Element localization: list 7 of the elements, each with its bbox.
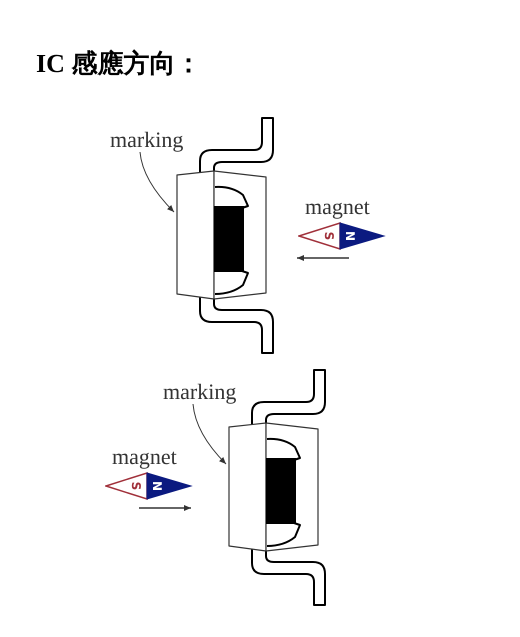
leader-line (140, 152, 174, 212)
callout-text: marking (110, 129, 184, 151)
leader-line (192, 404, 226, 464)
callout-text: marking (163, 381, 236, 403)
magnet-label: magnet (305, 196, 370, 218)
magnet-label: magnet (112, 446, 177, 468)
title: IC 感應方向： (36, 50, 202, 79)
